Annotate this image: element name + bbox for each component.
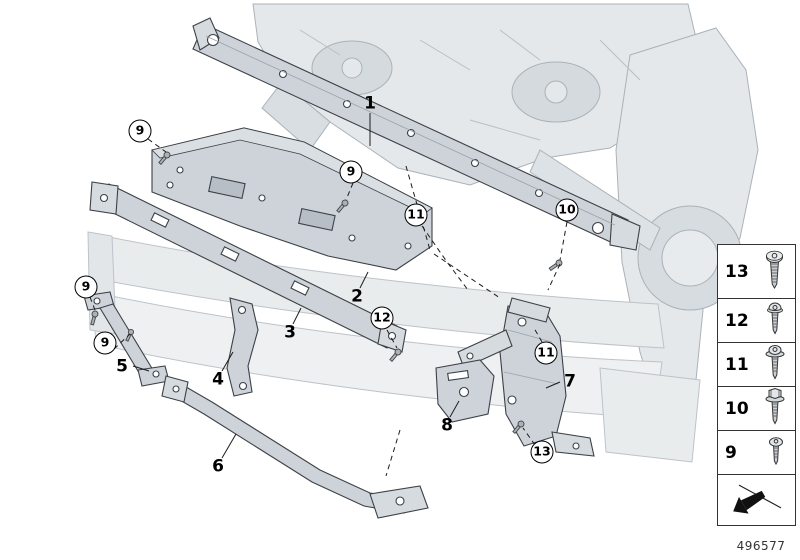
callout-8[interactable]: 8	[441, 415, 453, 436]
callout-9-b[interactable]: 9	[339, 160, 363, 184]
callout-11-a[interactable]: 11	[404, 203, 428, 227]
legend-item-11[interactable]: 11	[717, 342, 796, 387]
legend-direction-arrow[interactable]	[717, 474, 796, 526]
callout-12[interactable]: 12	[370, 306, 394, 330]
callout-1[interactable]: 1	[364, 93, 376, 114]
part-number: 496577	[736, 539, 786, 553]
screw-icon	[336, 199, 349, 213]
callout-9-d[interactable]: 9	[93, 331, 117, 355]
legend-label-11: 11	[725, 354, 749, 375]
screw-icon	[90, 310, 99, 326]
direction-arrow-icon	[733, 484, 782, 514]
legend-item-12[interactable]: 12	[717, 298, 796, 343]
callout-9-c[interactable]: 9	[74, 275, 98, 299]
callout-3[interactable]: 3	[284, 322, 296, 343]
part-4-bracket[interactable]	[226, 297, 259, 397]
screw-icon	[389, 348, 402, 362]
part-7-bracket-right[interactable]	[457, 297, 595, 457]
screw-icon	[158, 151, 171, 165]
callout-6[interactable]: 6	[212, 456, 224, 477]
pan-head-screw-icon	[762, 301, 788, 341]
legend-label-10: 10	[725, 398, 749, 419]
part-1-upper-cross-member[interactable]	[192, 17, 641, 251]
legend-label-13: 13	[725, 261, 749, 282]
small-torx-screw-icon	[764, 435, 788, 471]
car-body-structure	[252, 3, 759, 433]
countersunk-torx-screw-icon	[761, 249, 788, 295]
fastener-legend: 13 12	[717, 244, 796, 526]
legend-label-9: 9	[725, 442, 737, 463]
legend-item-13[interactable]: 13	[717, 244, 796, 299]
callout-13[interactable]: 13	[530, 440, 554, 464]
callout-2[interactable]: 2	[351, 286, 363, 307]
callout-11-b[interactable]: 11	[534, 341, 558, 365]
flange-head-screw-icon	[762, 344, 788, 386]
parts	[83, 17, 641, 519]
part-3-front-panel-beam[interactable]	[89, 181, 407, 353]
legend-item-9[interactable]: 9	[717, 430, 796, 475]
part-2-shield-panel[interactable]	[151, 127, 433, 271]
leader-lines	[89, 113, 568, 477]
part-6-lower-bar[interactable]	[161, 375, 429, 519]
callout-5[interactable]: 5	[116, 356, 128, 377]
screw-icon	[548, 259, 563, 272]
callout-9-a[interactable]: 9	[128, 119, 152, 143]
legend-item-10[interactable]: 10	[717, 386, 796, 431]
hex-flange-bolt-icon	[762, 387, 788, 431]
callout-4[interactable]: 4	[212, 369, 224, 390]
legend-label-12: 12	[725, 310, 749, 331]
screw-icon	[512, 420, 525, 434]
callout-10[interactable]: 10	[555, 198, 579, 222]
callout-7[interactable]: 7	[564, 371, 576, 392]
part-8-bracket-center[interactable]	[435, 359, 495, 423]
